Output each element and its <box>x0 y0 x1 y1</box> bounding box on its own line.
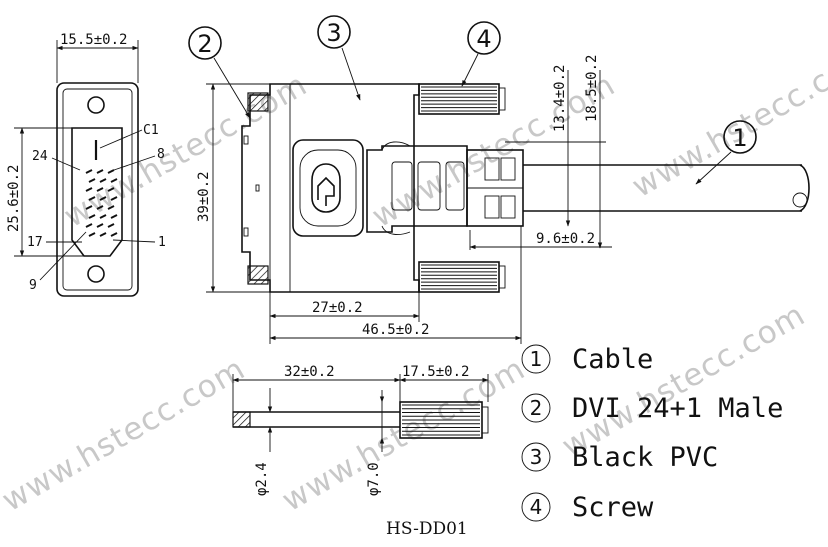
dim-side-height: 39±0.2 <box>196 171 212 222</box>
dim-total-length: 46.5±0.2 <box>362 322 429 338</box>
pin <box>110 232 118 237</box>
svg-text:2: 2 <box>530 396 543 420</box>
pin <box>85 169 93 174</box>
pin <box>99 214 107 219</box>
legend-item-pvc: 3 Black PVC <box>521 442 718 473</box>
svg-text:4: 4 <box>530 495 543 519</box>
pin <box>88 214 96 219</box>
watermark-6: www.hstecc.com <box>556 297 812 465</box>
pin <box>88 232 96 237</box>
pin <box>85 223 93 228</box>
mounting-hole-top <box>87 96 105 114</box>
dim-cable-offset: 18.5±0.2 <box>584 55 600 122</box>
pin <box>99 196 107 201</box>
legend-label-dvi: DVI 24+1 Male <box>572 393 783 424</box>
pin <box>96 223 104 228</box>
legend-label-pvc: Black PVC <box>572 442 718 473</box>
pin <box>96 169 104 174</box>
pin <box>110 196 118 201</box>
pin-grid <box>85 169 118 237</box>
legend-item-screw: 4 Screw <box>521 492 654 523</box>
part-number: HS-DD01 <box>386 519 468 539</box>
dim-cable-gap: 9.6±0.2 <box>536 231 595 247</box>
svg-text:3: 3 <box>530 445 543 469</box>
pin <box>107 187 115 192</box>
pin <box>96 187 104 192</box>
legend-item-dvi: 2 DVI 24+1 Male <box>521 393 783 424</box>
pin <box>107 169 115 174</box>
balloon-4: 4 <box>476 25 491 53</box>
pin <box>107 205 115 210</box>
pin-label-8: 8 <box>157 147 165 162</box>
thumbscrew-lower <box>418 261 506 293</box>
screw-detail-view: 32±0.2 17.5±0.2 φ2.4 φ7.0 <box>232 364 489 496</box>
pin-label-1: 1 <box>158 235 166 250</box>
pin-label-17: 17 <box>27 235 43 250</box>
legend-label-cable: Cable <box>572 344 653 375</box>
thumbscrew-upper <box>418 83 506 115</box>
pin-label-24: 24 <box>32 149 48 164</box>
legend-item-cable: 1 Cable <box>521 344 653 375</box>
pin <box>107 223 115 228</box>
watermark-3: www.hstecc.com <box>626 37 828 205</box>
pin-label-c1: C1 <box>143 123 159 138</box>
pin <box>99 232 107 237</box>
front-view: 15.5±0.2 25.6±0.2 C1 24 8 17 1 9 <box>6 32 166 297</box>
dim-screw-shaft-diameter: φ2.4 <box>254 462 270 496</box>
watermark-4: www.hstecc.com <box>0 351 252 519</box>
pin <box>96 205 104 210</box>
pin <box>85 205 93 210</box>
svg-text:1: 1 <box>530 347 543 371</box>
dim-screw-offset: 13.4±0.2 <box>552 65 568 132</box>
pin <box>88 178 96 183</box>
side-view: 39±0.2 27±0.2 46.5±0.2 9.6±0.2 13.4±0.2 … <box>188 15 810 344</box>
dim-screw-shaft-length: 32±0.2 <box>284 364 335 380</box>
pin <box>99 178 107 183</box>
balloon-3: 3 <box>326 19 341 47</box>
pin-label-9: 9 <box>29 278 37 293</box>
pin <box>110 214 118 219</box>
balloon-2: 2 <box>197 30 212 58</box>
dim-screw-thread-length: 17.5±0.2 <box>402 364 469 380</box>
parts-legend: 1 Cable 2 DVI 24+1 Male 3 Black PVC 4 Sc… <box>521 344 783 523</box>
legend-label-screw: Screw <box>572 492 654 523</box>
dim-front-width: 15.5±0.2 <box>60 32 127 48</box>
dim-screw-thread-diameter: φ7.0 <box>366 462 382 496</box>
mounting-hole-bottom <box>87 265 105 283</box>
pin <box>88 196 96 201</box>
balloon-1: 1 <box>732 124 747 152</box>
dim-front-height: 25.6±0.2 <box>6 165 22 232</box>
pin <box>110 178 118 183</box>
pin <box>85 187 93 192</box>
dim-body-length: 27±0.2 <box>312 300 363 316</box>
